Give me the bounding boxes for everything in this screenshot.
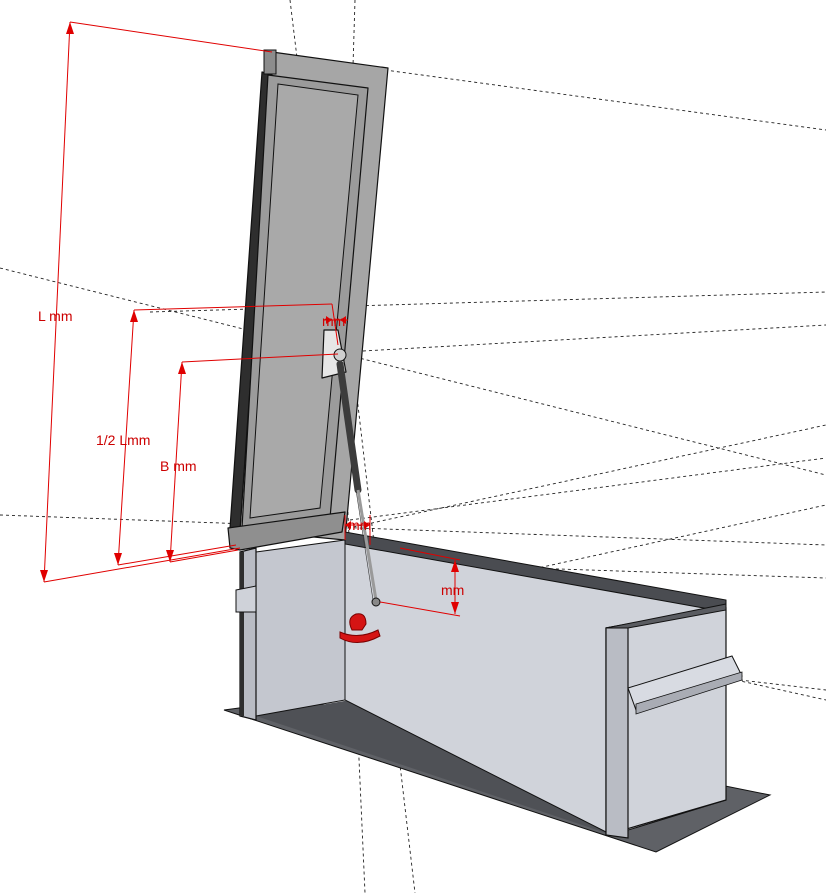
strut-cylinder <box>336 360 362 494</box>
lid-bottom-lip <box>227 511 346 551</box>
label-vertical-offset: mm <box>441 582 464 598</box>
label-half-length: 1/2 Lmm <box>96 432 150 448</box>
hatch-frame <box>223 531 772 853</box>
dimension-lines <box>40 21 461 617</box>
label-top-offset: mm <box>322 313 345 329</box>
label-strut-offset: mm <box>348 517 371 533</box>
label-b: B mm <box>160 458 197 474</box>
handle-icon <box>339 629 381 643</box>
handle <box>339 613 381 643</box>
bracket-pivot <box>333 348 347 362</box>
dim-line-b <box>169 361 183 563</box>
right-end-post <box>605 623 629 839</box>
dim-line-length <box>43 21 71 583</box>
strut-bottom-pivot <box>371 597 381 607</box>
dimension-labels: L mm 1/2 Lmm B mm mm mm mm <box>38 308 464 598</box>
gas-strut <box>336 360 381 607</box>
dim-line-half-length <box>117 309 135 566</box>
hatch-lid <box>227 49 389 551</box>
left-post-edge <box>240 552 244 716</box>
frame-floor-shadow <box>256 700 612 835</box>
strut-rod-outline <box>355 489 374 601</box>
strut-rod <box>356 489 378 601</box>
handle-grip <box>349 613 367 631</box>
lid-corner-block <box>263 49 277 75</box>
right-end-top <box>605 603 727 629</box>
label-length: L mm <box>38 308 72 324</box>
left-wall <box>255 539 346 717</box>
right-flange-rail-shade <box>635 671 743 715</box>
lid-inner-face <box>249 83 359 519</box>
left-post-flange <box>235 585 257 613</box>
